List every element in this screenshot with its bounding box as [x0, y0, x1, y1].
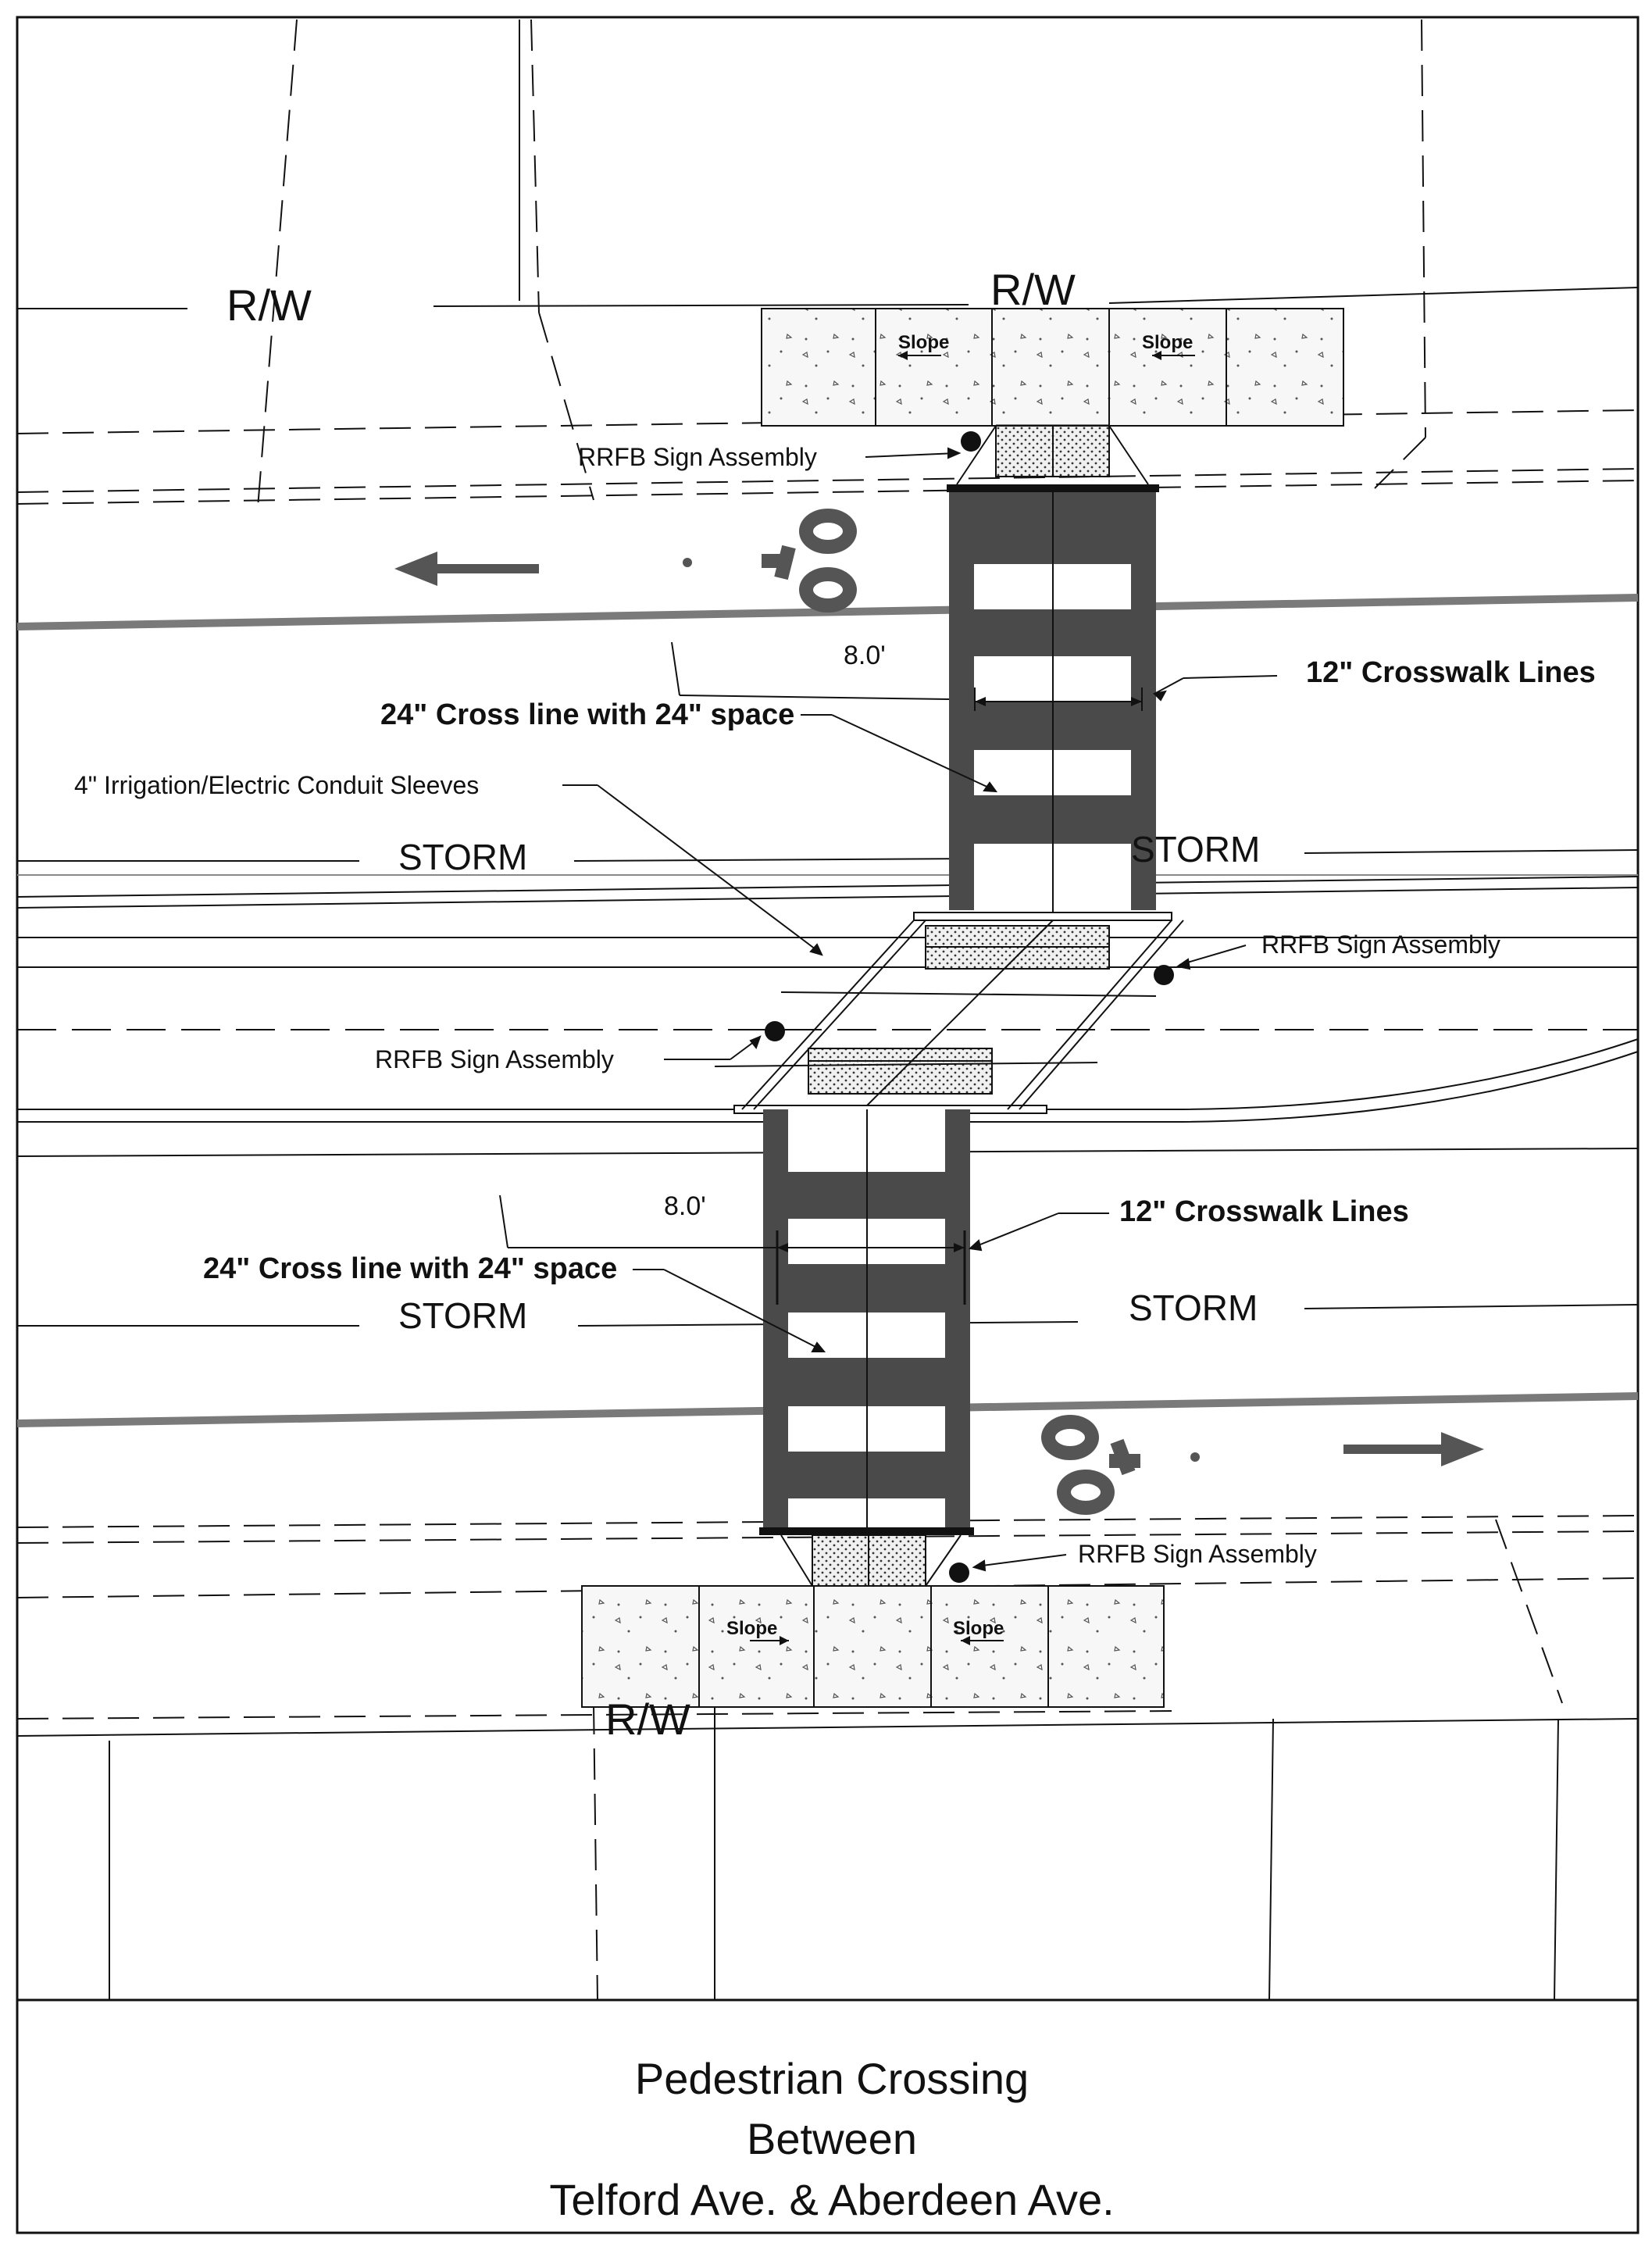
direction-arrow-west	[394, 552, 539, 586]
slope-label-1: Slope	[898, 332, 949, 353]
rrfb-label-2: RRFB Sign Assembly	[1261, 930, 1500, 959]
bicycle-lane-symbol-north	[683, 509, 857, 612]
crosswalk-lines-label-lower: 12" Crosswalk Lines	[1119, 1195, 1409, 1228]
storm-label-3: STORM	[398, 1295, 527, 1336]
leader-lines	[499, 447, 1278, 1572]
lower-sidewalk-pad	[581, 1534, 1165, 1708]
upper-crosswalk	[947, 484, 1159, 914]
lower-rw-lines	[16, 1515, 1639, 2001]
rw-label-lower: R/W	[605, 1695, 690, 1744]
conduit-label: 4" Irrigation/Electric Conduit Sleeves	[74, 771, 479, 799]
storm-label-2: STORM	[1131, 829, 1260, 870]
dimension-label-upper: 8.0'	[844, 641, 886, 670]
dimension-label-lower: 8.0'	[664, 1191, 706, 1221]
slope-label-4: Slope	[953, 1618, 1004, 1639]
cross-line-label-lower: 24" Cross line with 24" space	[203, 1252, 617, 1285]
slope-label-3: Slope	[726, 1618, 777, 1639]
title-line-1: Pedestrian Crossing	[635, 2054, 1029, 2103]
rw-label-upper-left: R/W	[227, 280, 312, 330]
rrfb-sign-marker-2	[1154, 965, 1174, 985]
median-island	[714, 912, 1184, 1114]
rrfb-label-1: RRFB Sign Assembly	[578, 443, 817, 471]
rrfb-sign-marker-3	[765, 1021, 785, 1041]
slope-label-2: Slope	[1142, 332, 1193, 353]
crosswalk-lines-label-upper: 12" Crosswalk Lines	[1306, 656, 1596, 689]
cross-line-label-upper: 24" Cross line with 24" space	[380, 698, 794, 731]
upper-rw-lines	[16, 19, 1639, 509]
sheet-border	[16, 16, 1640, 2234]
direction-arrow-east	[1343, 1432, 1484, 1466]
title-line-3: Telford Ave. & Aberdeen Ave.	[549, 2175, 1114, 2224]
rrfb-sign-marker-1	[961, 431, 981, 452]
rrfb-label-4: RRFB Sign Assembly	[1078, 1540, 1317, 1568]
rw-label-upper-center: R/W	[990, 265, 1076, 314]
rrfb-label-3: RRFB Sign Assembly	[375, 1045, 614, 1073]
storm-label-4: STORM	[1129, 1288, 1258, 1328]
bicycle-lane-symbol-south	[1041, 1415, 1200, 1515]
lower-crosswalk	[759, 1109, 974, 1535]
storm-label-1: STORM	[398, 837, 527, 877]
road-edge-bands	[16, 594, 1639, 1427]
rrfb-sign-marker-4	[949, 1562, 969, 1583]
title-line-2: Between	[747, 2114, 917, 2163]
upper-sidewalk-pad	[761, 308, 1344, 485]
